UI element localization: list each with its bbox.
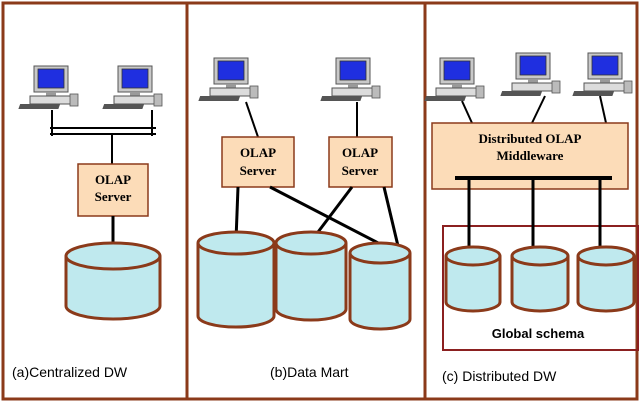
database-cylinder-icon [64, 241, 162, 321]
connector-line [531, 95, 546, 124]
olap-server-box-2 [328, 136, 393, 188]
middleware-label-line1: Distributed OLAP [479, 131, 582, 146]
connector-line [382, 186, 400, 247]
panel-centralized-dw: OLAP Server (a)Centralized DW [12, 65, 163, 380]
olap-server-box-1 [221, 136, 295, 188]
panel-distributed-dw: Distributed OLAP Middleware Global schem… [423, 52, 639, 384]
olap-server-label-line1: OLAP [95, 172, 131, 187]
database-cylinder-icon [444, 245, 502, 313]
olap-server-2-label-line1: OLAP [342, 145, 378, 160]
olap-server-1-label-line1: OLAP [240, 145, 276, 160]
database-cylinder-icon [510, 245, 570, 313]
database-cylinder-icon [196, 230, 276, 329]
workstation-icon [499, 52, 561, 97]
global-schema-label: Global schema [492, 326, 585, 341]
workstation-icon [319, 57, 381, 102]
database-cylinder-icon [576, 245, 636, 313]
caption-c: (c) Distributed DW [442, 368, 557, 384]
global-schema-frame [442, 225, 639, 351]
connector-line [461, 100, 473, 124]
workstation-icon [17, 65, 79, 110]
workstation-icon [423, 57, 485, 102]
database-cylinder-icon [348, 241, 412, 331]
connector-line [269, 185, 385, 248]
database-cylinder-icon [274, 230, 348, 322]
olap-server-2-label-line2: Server [342, 163, 379, 178]
workstation-icon [571, 52, 633, 97]
workstation-icon [101, 65, 163, 110]
olap-server-label-line2: Server [95, 189, 132, 204]
connector-line [245, 101, 259, 138]
panel-data-mart: OLAP Server OLAP Server (b)Data Mart [196, 57, 412, 380]
workstation-icon [197, 57, 259, 102]
olap-server-1-label-line2: Server [240, 163, 277, 178]
caption-a: (a)Centralized DW [12, 364, 128, 380]
connector-line [599, 95, 607, 124]
middleware-label-line2: Middleware [497, 148, 564, 163]
caption-b: (b)Data Mart [270, 364, 349, 380]
